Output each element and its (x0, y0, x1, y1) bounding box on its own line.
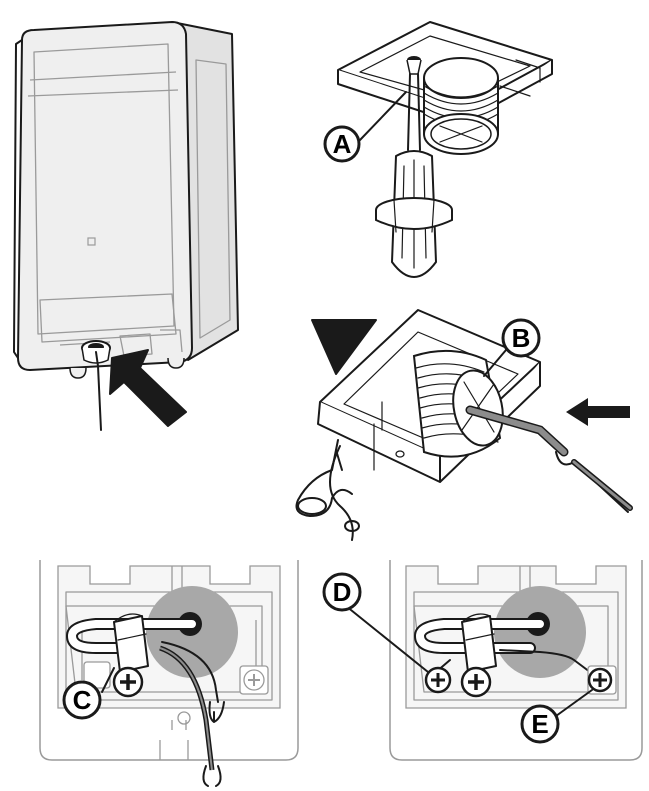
terminal-right-panel: D E (322, 560, 643, 761)
callout-d-badge (322, 572, 362, 612)
callout-c-badge (62, 680, 102, 720)
callout-a-badge (323, 125, 361, 163)
callout-e-badge (520, 704, 560, 744)
cable-b (467, 407, 567, 455)
screwdriver-icon (375, 150, 453, 278)
cable-loop-d (415, 620, 544, 652)
terminal-left-panel: C (39, 560, 299, 787)
indicator-icon (87, 237, 96, 246)
screwdriver-panel: A (323, 21, 553, 278)
callout-e-label: E (531, 709, 548, 739)
cable-clamp-d-icon (461, 613, 497, 673)
callout-b-badge (501, 318, 541, 358)
direction-wedge-icon (311, 319, 377, 375)
cable-loop-c (67, 620, 196, 652)
cable-clamp-c-icon (113, 613, 149, 673)
cable-insertion-panel: B (295, 309, 633, 541)
callout-a-label: A (333, 129, 352, 159)
callout-d-label: D (333, 577, 352, 607)
insert-arrow-icon (109, 349, 187, 427)
threaded-nut-icon (423, 57, 499, 155)
callout-c-label: C (73, 685, 92, 715)
threaded-nut-b-icon (412, 349, 504, 458)
callout-b-label: B (512, 323, 531, 353)
power-cable (95, 351, 102, 431)
device-housing-panel (13, 21, 239, 431)
push-arrow-icon (566, 398, 630, 426)
